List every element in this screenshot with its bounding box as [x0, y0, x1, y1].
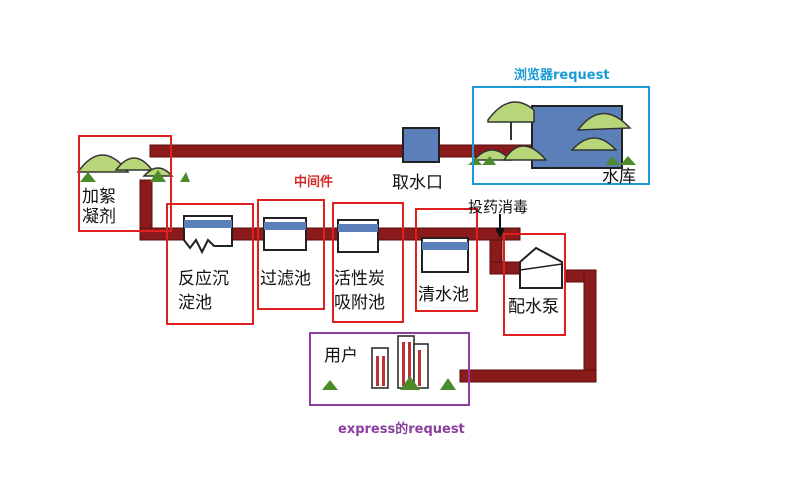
- label-coagulant-line1: 加絮: [82, 187, 116, 207]
- dosing-arrow: [495, 214, 505, 238]
- pipe-top: [149, 144, 406, 158]
- box-filter: [257, 199, 325, 310]
- label-carbon-line2: 吸附池: [334, 293, 385, 313]
- label-sedimentation-line1: 反应沉: [178, 269, 229, 289]
- label-reservoir: 水库: [602, 167, 636, 187]
- box-carbon: [332, 202, 404, 323]
- label-intake: 取水口: [392, 173, 443, 193]
- label-user: 用户: [324, 346, 358, 366]
- label-clear-water: 清水池: [418, 285, 469, 305]
- tank-carbon: [337, 219, 379, 253]
- tank-filter: [263, 217, 307, 251]
- pump-graphic: [519, 246, 563, 289]
- label-browser-request: 浏览器request: [514, 68, 610, 83]
- pipe-right-down: [583, 269, 597, 381]
- coagulant-trees: [76, 154, 190, 182]
- label-carbon-line1: 活性炭: [334, 269, 385, 289]
- user-buildings: [322, 335, 456, 390]
- intake-box: [402, 127, 440, 163]
- tank-clear-water: [421, 237, 469, 273]
- label-sedimentation-line2: 淀池: [178, 293, 212, 313]
- box-coagulant: [78, 135, 172, 232]
- label-dosing: 投药消毒: [468, 198, 529, 216]
- reservoir-graphic: [468, 101, 636, 169]
- label-middleware: 中间件: [294, 175, 334, 190]
- tank-sedimentation: [183, 215, 233, 255]
- box-express-request: [309, 332, 470, 406]
- label-coagulant-line2: 凝剂: [82, 207, 116, 227]
- box-browser-request: [472, 86, 650, 185]
- label-pump: 配水泵: [508, 297, 559, 317]
- box-sedimentation: [166, 203, 254, 325]
- box-clear-water: [415, 208, 478, 312]
- label-filter: 过滤池: [260, 269, 311, 289]
- label-express-request: express的request: [338, 422, 465, 437]
- box-pump: [503, 233, 566, 336]
- pipe-bottom: [459, 369, 597, 383]
